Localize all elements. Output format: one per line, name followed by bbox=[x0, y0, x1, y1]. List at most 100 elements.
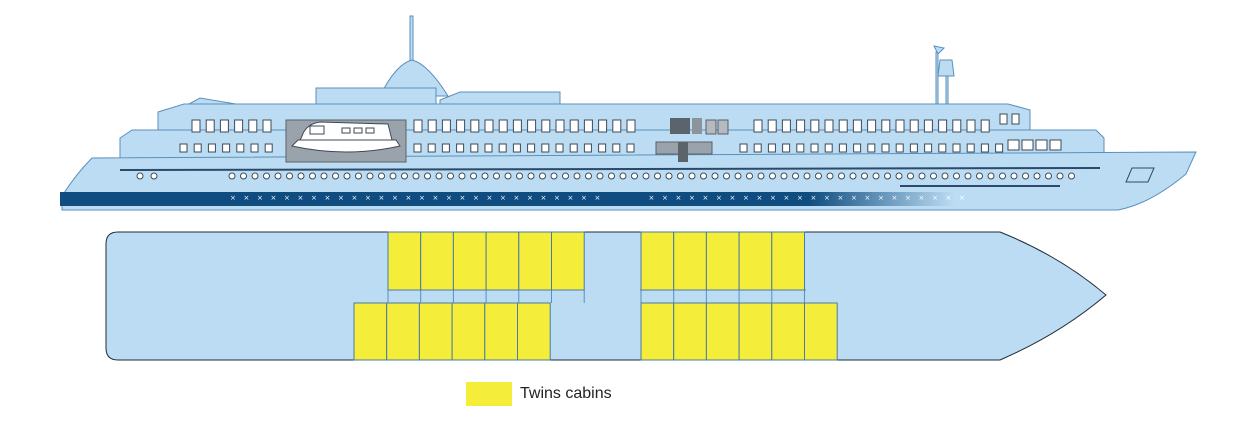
bow-hatch bbox=[1125, 167, 1155, 183]
window bbox=[207, 143, 216, 153]
porthole bbox=[826, 172, 834, 180]
porthole bbox=[987, 172, 995, 180]
waterline-mark: × bbox=[311, 194, 317, 202]
window bbox=[498, 119, 508, 133]
twin-cabin bbox=[738, 231, 773, 291]
window bbox=[569, 143, 578, 153]
waterline-mark: × bbox=[257, 194, 263, 202]
window bbox=[234, 119, 244, 133]
porthole bbox=[999, 172, 1006, 180]
porthole bbox=[1022, 172, 1029, 180]
window bbox=[1021, 139, 1034, 151]
window bbox=[612, 119, 622, 133]
mast-right bbox=[935, 51, 939, 105]
waterline-mark: × bbox=[811, 194, 817, 202]
window bbox=[838, 143, 847, 153]
window bbox=[193, 143, 202, 153]
twins-cabins bbox=[353, 231, 838, 361]
porthole bbox=[608, 172, 615, 180]
porthole bbox=[539, 172, 546, 180]
waterline-mark: × bbox=[689, 194, 695, 202]
waterline-mark: × bbox=[568, 194, 574, 202]
porthole bbox=[1010, 172, 1018, 180]
window bbox=[219, 119, 229, 133]
window bbox=[512, 119, 522, 133]
window bbox=[527, 119, 537, 133]
porthole bbox=[930, 172, 937, 180]
twin-cabin bbox=[420, 231, 454, 291]
waterline-mark: × bbox=[446, 194, 452, 202]
waterline-mark: × bbox=[419, 194, 425, 202]
porthole bbox=[677, 172, 684, 180]
waterline-mark: × bbox=[487, 194, 493, 202]
window bbox=[852, 119, 862, 133]
waterline-mark: × bbox=[919, 194, 925, 202]
window bbox=[583, 119, 593, 133]
window bbox=[248, 119, 258, 133]
porthole bbox=[332, 172, 339, 180]
window bbox=[264, 143, 273, 153]
twin-cabin bbox=[551, 231, 585, 291]
windows-middle-row bbox=[179, 139, 1062, 153]
porthole bbox=[562, 172, 569, 180]
twin-cabin bbox=[804, 302, 838, 361]
window bbox=[413, 143, 422, 153]
porthole bbox=[723, 172, 730, 180]
window bbox=[824, 143, 833, 153]
porthole bbox=[309, 172, 316, 180]
porthole bbox=[769, 172, 776, 180]
legend-swatch-twins bbox=[466, 382, 512, 406]
radar-flag bbox=[933, 45, 946, 55]
window bbox=[966, 119, 976, 133]
window bbox=[881, 143, 890, 153]
porthole bbox=[286, 172, 293, 180]
waterline-mark: × bbox=[392, 194, 398, 202]
waterline-mark: × bbox=[716, 194, 722, 202]
window bbox=[938, 143, 947, 153]
twin-cabin bbox=[738, 302, 773, 361]
legend-label-twins: Twins cabins bbox=[520, 385, 612, 402]
window bbox=[980, 143, 989, 153]
porthole bbox=[320, 172, 328, 180]
window bbox=[867, 119, 877, 133]
porthole bbox=[516, 172, 523, 180]
waterline-mark: × bbox=[757, 194, 763, 202]
window bbox=[512, 143, 521, 153]
porthole bbox=[228, 172, 236, 180]
waterline-mark: × bbox=[433, 194, 439, 202]
porthole bbox=[527, 172, 535, 180]
waterline-mark: × bbox=[932, 194, 938, 202]
porthole bbox=[401, 172, 408, 180]
porthole bbox=[953, 172, 960, 180]
porthole bbox=[263, 172, 270, 180]
waterline-mark: × bbox=[527, 194, 533, 202]
twin-cabin bbox=[517, 302, 551, 361]
window bbox=[753, 143, 762, 153]
twin-cabin bbox=[418, 302, 453, 361]
window bbox=[909, 143, 918, 153]
waterline-mark: × bbox=[797, 194, 803, 202]
porthole bbox=[251, 172, 259, 180]
porthole bbox=[550, 172, 558, 180]
waterline-mark: × bbox=[379, 194, 385, 202]
twin-cabin bbox=[640, 231, 675, 291]
twin-cabin bbox=[771, 231, 805, 291]
twin-cabin bbox=[452, 231, 487, 291]
porthole bbox=[872, 172, 880, 180]
waterline-mark: × bbox=[271, 194, 277, 202]
porthole bbox=[274, 172, 282, 180]
porthole bbox=[366, 172, 374, 180]
porthole bbox=[240, 172, 247, 180]
waterline-mark: × bbox=[298, 194, 304, 202]
porthole bbox=[412, 172, 420, 180]
waterline-mark: × bbox=[460, 194, 466, 202]
twin-cabin bbox=[771, 302, 805, 361]
porthole bbox=[1033, 172, 1041, 180]
waterline-mark: × bbox=[649, 194, 655, 202]
waterline-mark: × bbox=[514, 194, 520, 202]
waterline-mark: × bbox=[473, 194, 479, 202]
waterline-mark: × bbox=[676, 194, 682, 202]
window bbox=[527, 143, 536, 153]
porthole bbox=[654, 172, 661, 180]
waterline-mark: × bbox=[946, 194, 952, 202]
